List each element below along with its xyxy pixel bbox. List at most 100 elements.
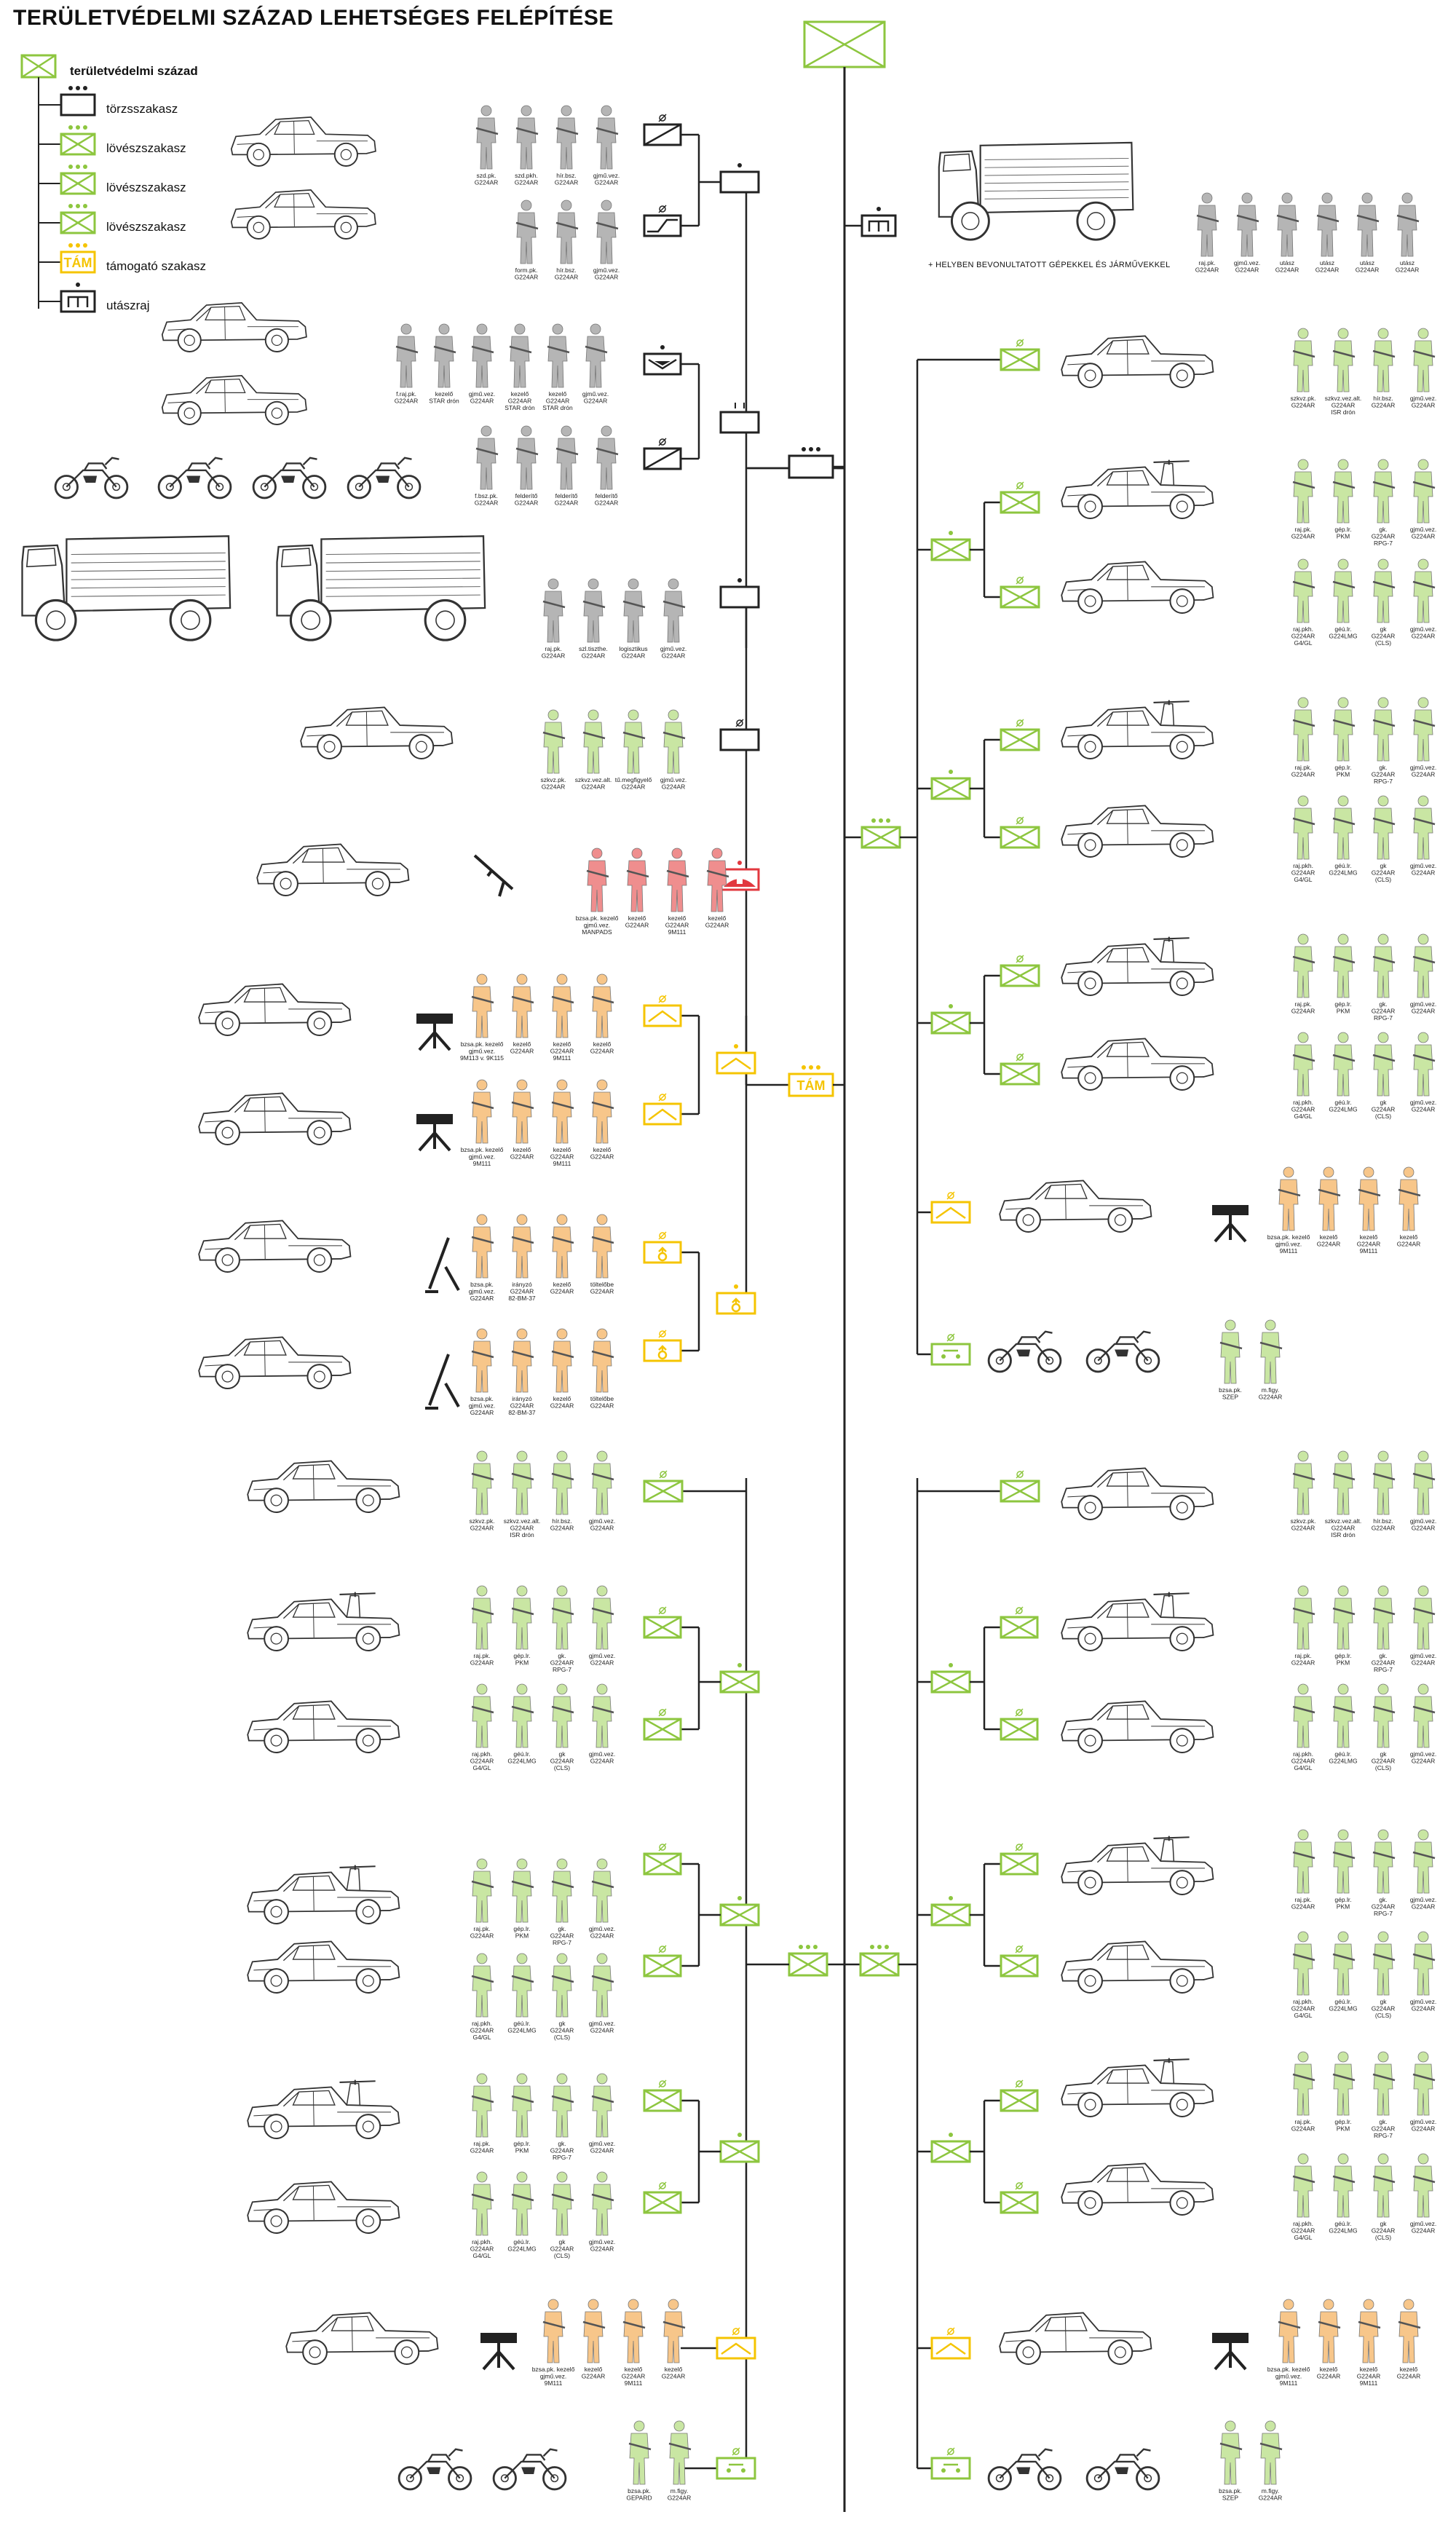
soldier-head bbox=[668, 710, 678, 720]
soldier-head bbox=[1202, 193, 1212, 203]
soldier-figure bbox=[552, 1684, 574, 1747]
crew-caption-line: G224AR bbox=[705, 922, 729, 929]
crew-mot: bzsa.pk.SZEPm.figy.G224AR bbox=[1219, 1320, 1282, 1401]
pickup-wheel bbox=[1078, 494, 1102, 518]
crew-caption-line: gép.lr. bbox=[1334, 764, 1351, 771]
crew-caption: raj.pk.G224AR bbox=[1291, 526, 1315, 540]
tam-text: TÁM bbox=[797, 1078, 826, 1093]
pickup-wheel bbox=[215, 1011, 240, 1035]
crew-caption: szkvz.pk.G224AR bbox=[1291, 395, 1316, 409]
echelon-mark bbox=[1016, 2182, 1023, 2189]
crew-caption: raj.pk.G224AR bbox=[1291, 1652, 1315, 1667]
unit-squad bbox=[932, 1672, 970, 1692]
unit-recon-team bbox=[644, 449, 681, 469]
soldier-figure bbox=[592, 974, 614, 1038]
crew-caption: raj.pk.G224AR bbox=[470, 1925, 494, 1940]
echelon-mark bbox=[736, 719, 743, 727]
crew-caption-line: G224AR bbox=[1357, 2373, 1381, 2380]
soldier-head bbox=[1418, 459, 1428, 470]
soldier-figure bbox=[1413, 934, 1435, 998]
pickup-wheel bbox=[356, 1900, 380, 1924]
moto-engine bbox=[1016, 2468, 1030, 2475]
crew-caption-line: G224AR bbox=[1372, 633, 1396, 640]
crew-caption: gkG224AR(CLS) bbox=[1372, 2220, 1396, 2241]
soldier-figure bbox=[1293, 796, 1315, 859]
crew-caption: gép.lr.PKM bbox=[513, 1652, 530, 1667]
soldier-head bbox=[628, 2299, 638, 2310]
crew-sqA: raj.pk.G224ARgép.lr.PKMgk.G224ARRPG-7gjm… bbox=[470, 2074, 615, 2161]
echelon-dot bbox=[886, 818, 890, 823]
crew-caption-line: G224AR bbox=[470, 1758, 494, 1765]
crew-caption-line: G224AR bbox=[625, 922, 649, 929]
crew-caption-line: gjmű.vez. bbox=[469, 1048, 495, 1055]
echelon-dot bbox=[879, 818, 883, 823]
soldier-head bbox=[557, 1080, 567, 1090]
soldier-head bbox=[668, 2299, 678, 2310]
crew-caption: szkvz.pk.G224AR bbox=[541, 776, 566, 791]
crew-caption: hír.bsz.G224AR bbox=[1372, 1517, 1396, 1532]
soldier-head bbox=[1338, 1451, 1348, 1461]
crew-caption-line: 82-BM-37 bbox=[508, 1295, 536, 1302]
pickup-wheel bbox=[274, 872, 298, 896]
echelon-dot bbox=[806, 1945, 810, 1949]
pickup-mg-vehicle bbox=[1061, 937, 1213, 995]
echelon-mark bbox=[947, 1334, 954, 1341]
soldier-figure bbox=[1293, 459, 1315, 523]
crew-caption-line: G224AR bbox=[395, 398, 419, 405]
soldier-head bbox=[517, 974, 527, 984]
soldier-head bbox=[1418, 2154, 1428, 2164]
soldier-figure bbox=[552, 1329, 574, 1392]
crew-caption-line: gép.lr. bbox=[1334, 1896, 1351, 1903]
crew-caption-line: bzsa.pk. bbox=[628, 2487, 651, 2494]
echelon-dot bbox=[949, 1663, 953, 1667]
soldier-figure bbox=[663, 710, 685, 773]
crew-caption-line: gjmű.vez. bbox=[469, 1288, 495, 1295]
crew-caption-line: utász bbox=[1280, 259, 1294, 266]
crew-caption-line: gjmű.vez. bbox=[589, 1652, 615, 1659]
crew-caption-line: 9M111 bbox=[473, 1160, 491, 1167]
soldier-figure bbox=[1373, 1684, 1395, 1747]
soldier-body bbox=[664, 722, 683, 773]
crew-caption-line: G224AR bbox=[1332, 1525, 1356, 1532]
pickup-wheel bbox=[303, 2340, 327, 2364]
unit-squad bbox=[721, 1905, 759, 1925]
unit-frame bbox=[932, 2458, 970, 2478]
crew-caption-line: gjmű.vez. bbox=[1275, 1241, 1302, 1248]
soldier-body bbox=[1334, 341, 1353, 392]
soldier-head bbox=[1378, 1932, 1388, 1942]
echelon-dot bbox=[809, 447, 813, 451]
soldier-figure bbox=[1317, 193, 1339, 256]
soldier-head bbox=[477, 1684, 487, 1694]
crew-caption-line: kezelő bbox=[1360, 2366, 1378, 2373]
crew-caption: felderítőG224AR bbox=[555, 492, 579, 507]
echelon-dot bbox=[76, 86, 80, 90]
crew-caption-line: gjmű.vez. bbox=[593, 266, 620, 274]
soldier-figure bbox=[516, 426, 538, 489]
pickup-wheel bbox=[356, 1488, 380, 1512]
crew-caption-line: G4/GL bbox=[472, 2034, 491, 2041]
crew-sqA: raj.pk.G224ARgép.lr.PKMgk.G224ARRPG-7gjm… bbox=[1291, 2052, 1436, 2139]
soldier-body bbox=[1294, 1696, 1313, 1747]
echelon-mark bbox=[947, 2448, 954, 2455]
crew-caption: raj.pkh.G224ARG4/GL bbox=[470, 2020, 494, 2041]
crew-caption: gjmű.vez.G224AR bbox=[1410, 625, 1436, 640]
echelon-dot bbox=[949, 1004, 953, 1008]
soldier-head bbox=[1418, 934, 1428, 944]
crew-caption-line: kezelő bbox=[625, 2366, 643, 2373]
crew-caption-line: G224AR bbox=[1372, 2125, 1396, 2133]
pickup-wheel bbox=[215, 1364, 240, 1388]
crew-caption: szkvz.vez.alt.G224ARISR drón bbox=[504, 1517, 541, 1538]
echelon-mark bbox=[659, 2182, 666, 2189]
crew-caption-line: G224AR bbox=[1291, 771, 1315, 778]
soldier-body bbox=[1334, 2064, 1353, 2115]
soldier-body bbox=[1414, 472, 1433, 523]
crew-caption-line: kezelő bbox=[593, 1040, 612, 1048]
crew-sqB: raj.pkh.G224ARG4/GLgéú.lr.G224LMGgkG224A… bbox=[1291, 2154, 1436, 2241]
crew-caption-line: logisztikus bbox=[619, 645, 647, 652]
soldier-body bbox=[1261, 1332, 1280, 1383]
soldier-figure bbox=[476, 106, 498, 169]
unit-hq-platoon bbox=[789, 456, 833, 478]
soldier-body bbox=[553, 2184, 571, 2235]
